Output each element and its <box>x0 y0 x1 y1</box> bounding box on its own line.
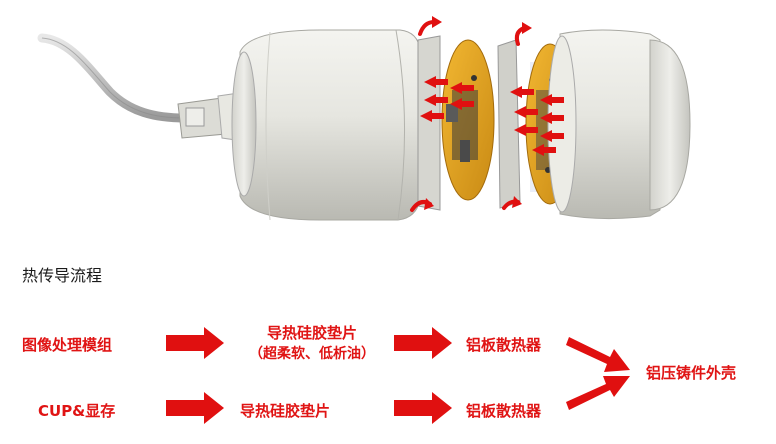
right-plate <box>497 39 521 209</box>
pad-soft-line2: （超柔软、低析油） <box>249 346 375 362</box>
diagram-caption: 热传导流程 <box>22 266 103 285</box>
arrow-r2-1 <box>166 392 224 424</box>
flow-arrows <box>166 327 630 424</box>
pad-row2: 导热硅胶垫片 <box>240 402 331 420</box>
arrow-diag-down <box>566 337 630 372</box>
sink-row2: 铝板散热器 <box>466 402 542 420</box>
pad-soft-label: 导热硅胶垫片 （超柔软、低析油） <box>222 322 402 363</box>
source-image-module: 图像处理模组 <box>22 336 113 354</box>
arrow-r1-2 <box>394 327 452 359</box>
arrow-r2-2 <box>394 392 452 424</box>
exploded-housing-illustration <box>37 16 691 221</box>
cable <box>37 33 190 123</box>
pad-soft-line1: 导热硅胶垫片 <box>266 324 357 342</box>
left-housing <box>231 29 421 221</box>
curved-arrow-heads <box>424 16 532 210</box>
heat-arrows-right <box>510 86 564 156</box>
heat-arrows-left <box>420 76 474 122</box>
arrow-r1-1 <box>166 327 224 359</box>
arrow-diag-up <box>566 376 630 410</box>
left-plate <box>417 35 441 211</box>
right-housing <box>547 29 691 220</box>
pcb-left <box>441 39 495 201</box>
sink-row1: 铝板散热器 <box>466 336 542 354</box>
target-housing: 铝压铸件外壳 <box>646 364 737 382</box>
source-cpu-memory: CUP&显存 <box>38 402 116 420</box>
